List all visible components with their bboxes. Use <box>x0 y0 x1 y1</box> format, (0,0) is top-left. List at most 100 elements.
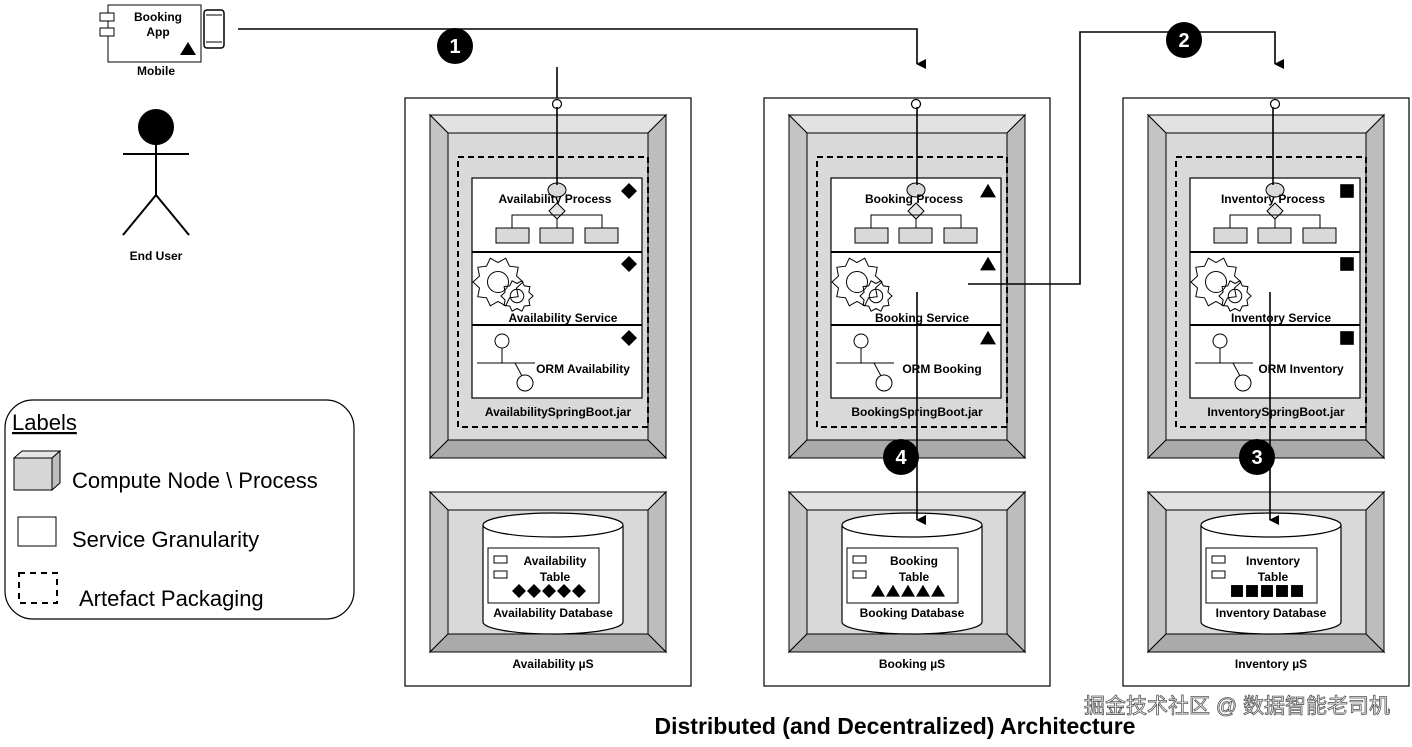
square-marker-icon <box>1231 585 1243 597</box>
orm-node-icon <box>1212 333 1228 349</box>
legend-title: Labels <box>12 410 77 435</box>
jar-label: InventorySpringBoot.jar <box>1207 405 1345 419</box>
process-step-icon <box>1213 227 1248 244</box>
process-branches <box>1229 214 1321 228</box>
process-branches <box>870 214 962 228</box>
service-label: Booking Service <box>875 311 969 325</box>
square-marker-icon <box>1276 585 1288 597</box>
diamond-marker-icon <box>621 183 637 199</box>
process-step-icon <box>495 227 530 244</box>
diagram-title: Distributed (and Decentralized) Architec… <box>655 713 1136 739</box>
legend: Labels Compute Node \ Process Service Gr… <box>4 399 355 620</box>
diamond-marker-icon <box>557 584 571 598</box>
table-label-line1: Booking <box>890 554 938 568</box>
diamond-marker-icon <box>572 584 586 598</box>
microservice-name: Inventory µS <box>1235 657 1307 671</box>
artefact-boundary <box>816 156 1008 428</box>
component-port-icon <box>1211 555 1226 564</box>
component-port-icon <box>852 570 867 579</box>
step-badge-4: 4 <box>883 439 919 475</box>
step-4-label: 4 <box>895 447 907 469</box>
table-label-line2: Table <box>899 570 930 584</box>
triangle-icon <box>180 42 196 55</box>
legend-item-artefact: Artefact Packaging <box>79 586 264 611</box>
service-granularity-box <box>830 177 1002 399</box>
triangle-marker-icon <box>980 330 996 345</box>
artefact-packaging-legend-icon <box>18 572 58 604</box>
service-layer: Booking Service <box>831 256 996 325</box>
orm-layer: ORM Booking <box>836 330 996 392</box>
process-step-icon <box>854 227 889 244</box>
flow-1-line <box>238 28 926 69</box>
flow-connectors <box>238 28 1284 525</box>
orm-node-icon <box>516 374 534 392</box>
end-user-label: End User <box>130 249 183 263</box>
process-label: Availability Process <box>499 192 612 206</box>
square-marker-icon <box>1340 184 1354 198</box>
triangle-marker-icon <box>980 183 996 198</box>
orm-layer: ORM Inventory <box>1195 331 1354 392</box>
gear-icon <box>500 280 534 312</box>
end-user: End User <box>122 109 190 263</box>
process-start-icon <box>1265 182 1285 198</box>
microservice-name: Availability µS <box>512 657 593 671</box>
component-port-icon <box>493 555 508 564</box>
interface-icon <box>910 98 922 110</box>
database-label: Inventory Database <box>1216 606 1327 620</box>
app-label-line1: Booking <box>134 10 182 24</box>
process-step-icon <box>1257 227 1292 244</box>
triangle-marker-icon <box>931 584 945 597</box>
triangle-marker-icon <box>916 584 930 597</box>
step-badge-1: 1 <box>437 28 473 64</box>
process-step-icon <box>943 227 978 244</box>
jar-label: AvailabilitySpringBoot.jar <box>485 405 632 419</box>
process-label: Inventory Process <box>1221 192 1325 206</box>
step-2-label: 2 <box>1178 30 1189 52</box>
triangle-marker-icon <box>886 584 900 597</box>
orm-node-icon <box>1234 374 1252 392</box>
orm-layer: ORM Availability <box>477 330 637 392</box>
process-label: Booking Process <box>865 192 963 206</box>
service-layer: Availability Service <box>472 256 637 325</box>
component-port-icon <box>493 570 508 579</box>
process-start-icon <box>906 182 926 198</box>
process-layer: Availability Process <box>495 182 637 244</box>
device-label: Mobile <box>137 64 175 78</box>
app-label-line2: App <box>146 25 169 39</box>
gear-icon <box>472 257 524 307</box>
triangle-marker-icon <box>980 256 996 271</box>
table-label-line1: Inventory <box>1246 554 1300 568</box>
process-step-icon <box>898 227 933 244</box>
service-layer: Inventory Service <box>1190 257 1354 325</box>
database-label: Availability Database <box>493 606 613 620</box>
service-label: Inventory Service <box>1231 311 1331 325</box>
orm-node-icon <box>875 374 893 392</box>
gear-icon <box>1218 280 1252 312</box>
process-branches <box>511 214 603 228</box>
orm-links <box>477 348 535 377</box>
step-badge-2: 2 <box>1166 22 1202 58</box>
service-label: Availability Service <box>509 311 618 325</box>
diamond-marker-icon <box>512 584 526 598</box>
flow-2-line <box>968 31 1284 285</box>
diamond-marker-icon <box>527 584 541 598</box>
gear-icon <box>859 280 893 312</box>
artefact-boundary <box>1175 156 1367 428</box>
mobile-phone-icon <box>203 9 225 49</box>
orm-node-icon <box>853 333 869 349</box>
database-label: Booking Database <box>860 606 965 620</box>
service-granularity-legend-icon <box>17 516 57 547</box>
table-label-line1: Availability <box>524 554 587 568</box>
gear-icon <box>1190 257 1242 307</box>
component-port-icon <box>1211 570 1226 579</box>
triangle-marker-icon <box>871 584 885 597</box>
artefact-boundary <box>457 156 649 428</box>
square-marker-icon <box>1340 257 1354 271</box>
orm-node-icon <box>494 333 510 349</box>
